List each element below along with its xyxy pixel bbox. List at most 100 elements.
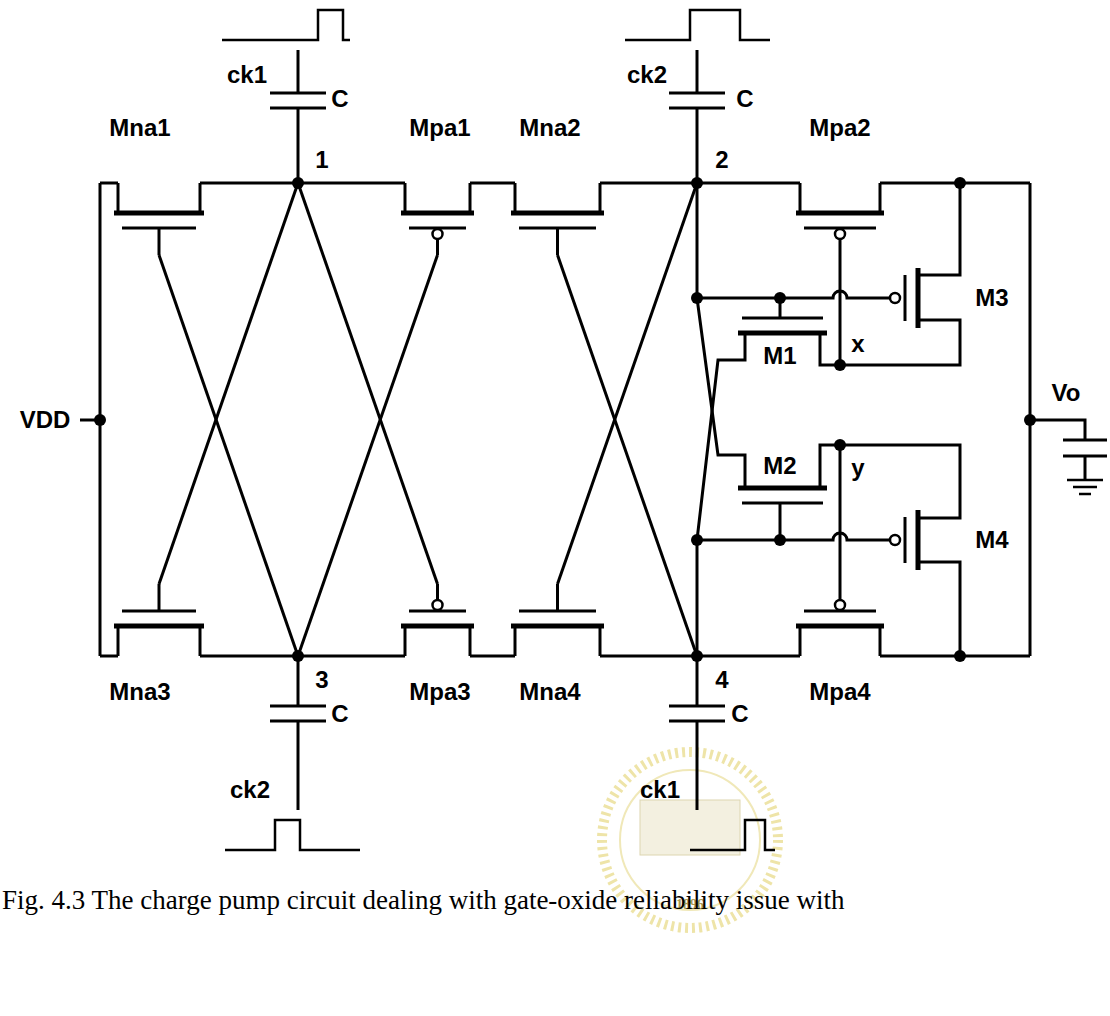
- circuit-label: Mna1: [109, 116, 170, 140]
- wire: [297, 721, 300, 810]
- gate-lead: [158, 228, 161, 255]
- pmos-bubble: [890, 535, 900, 545]
- wire: [1030, 420, 1085, 440]
- wire: [558, 255, 698, 656]
- wire: [1084, 456, 1087, 480]
- pmos-bubble: [835, 229, 845, 239]
- transistor-terminal: [514, 183, 517, 213]
- transistor-terminal: [117, 183, 120, 213]
- transistor-channel: [916, 268, 921, 328]
- gate-lead: [158, 584, 161, 611]
- transistor-channel: [796, 211, 884, 216]
- wire: [696, 108, 699, 183]
- clock-waveform: [222, 10, 350, 40]
- capacitor-plate: [1063, 439, 1107, 442]
- wire: [558, 183, 698, 584]
- transistor-gate: [742, 317, 823, 320]
- circuit-label: y: [851, 456, 864, 480]
- transistor-terminal: [599, 626, 602, 656]
- transistor-terminal: [799, 183, 802, 213]
- transistor-channel: [796, 624, 884, 629]
- wire: [100, 182, 118, 185]
- ground-symbol: [1079, 493, 1091, 496]
- junction-dot: [954, 650, 966, 662]
- wire: [696, 183, 699, 298]
- circuit-label: M3: [975, 286, 1008, 310]
- transistor-channel: [511, 211, 604, 216]
- gate-lead: [436, 584, 439, 600]
- clock-waveform: [690, 820, 775, 850]
- wire: [100, 655, 118, 658]
- transistor-gate: [742, 502, 823, 505]
- gate-lead: [779, 503, 782, 540]
- circuit-label: ck1: [227, 63, 267, 87]
- transistor-channel: [738, 486, 827, 491]
- circuit-label: 2: [715, 148, 728, 172]
- circuit-label: Mpa2: [809, 116, 870, 140]
- wire: [696, 656, 699, 706]
- transistor-terminal: [199, 626, 202, 656]
- circuit-label: M4: [975, 528, 1008, 552]
- gate-lead: [839, 584, 842, 600]
- gate-lead: [556, 228, 559, 255]
- wire: [839, 255, 842, 365]
- gate-wire: [697, 291, 890, 298]
- circuit-label: ck2: [627, 63, 667, 87]
- pmos-bubble: [433, 600, 443, 610]
- junction-dot: [954, 177, 966, 189]
- wire: [159, 255, 298, 656]
- transistor-channel: [114, 211, 204, 216]
- ground-symbol: [1073, 486, 1097, 489]
- junction-dot: [94, 414, 106, 426]
- transistor-terminal: [469, 183, 472, 213]
- circuit-label: 3: [315, 668, 328, 692]
- ground-symbol: [1067, 479, 1103, 482]
- circuit-label: C: [736, 87, 753, 111]
- circuit-label: Mpa3: [409, 680, 470, 704]
- transistor-terminal: [117, 626, 120, 656]
- transistor-terminal: [599, 183, 602, 213]
- gate-lead: [556, 584, 559, 611]
- wire: [470, 655, 515, 658]
- circuit-label: 1: [315, 148, 328, 172]
- transistor-terminal: [879, 626, 882, 656]
- transistor-terminal: [879, 183, 882, 213]
- clock-waveform: [625, 10, 770, 40]
- wire: [918, 183, 960, 275]
- wire: [696, 540, 699, 656]
- circuit-label: 4: [715, 668, 728, 692]
- circuit-label: Mpa1: [409, 116, 470, 140]
- transistor-channel: [114, 624, 204, 629]
- circuit-label: Mna2: [519, 116, 580, 140]
- wire: [696, 50, 699, 93]
- wire: [697, 298, 745, 488]
- pmos-bubble: [890, 293, 900, 303]
- transistor-channel: [738, 331, 827, 336]
- transistor-terminal: [514, 626, 517, 656]
- wire: [839, 445, 842, 584]
- transistor-channel: [401, 211, 474, 216]
- clock-waveform: [225, 820, 360, 850]
- transistor-terminal: [799, 626, 802, 656]
- gate-lead: [436, 239, 439, 255]
- circuit-label: C: [731, 702, 748, 726]
- circuit-label: M2: [763, 454, 796, 478]
- circuit-label: ck2: [230, 778, 270, 802]
- wire: [918, 562, 960, 656]
- figure-caption: Fig. 4.3 The charge pump circuit dealing…: [2, 884, 845, 916]
- wire: [297, 108, 300, 183]
- transistor-terminal: [199, 183, 202, 213]
- wire: [470, 182, 515, 185]
- transistor-terminal: [469, 626, 472, 656]
- gate-wire: [697, 533, 890, 540]
- circuit-label: ck1: [640, 778, 680, 802]
- circuit-label: x: [851, 332, 864, 356]
- circuit-label: M1: [763, 344, 796, 368]
- wiring: [80, 10, 1107, 850]
- circuit-label: Mpa4: [809, 680, 870, 704]
- transistor-channel: [511, 624, 604, 629]
- circuit-label: C: [331, 702, 348, 726]
- wire: [159, 183, 298, 584]
- circuit-label: VDD: [20, 408, 71, 432]
